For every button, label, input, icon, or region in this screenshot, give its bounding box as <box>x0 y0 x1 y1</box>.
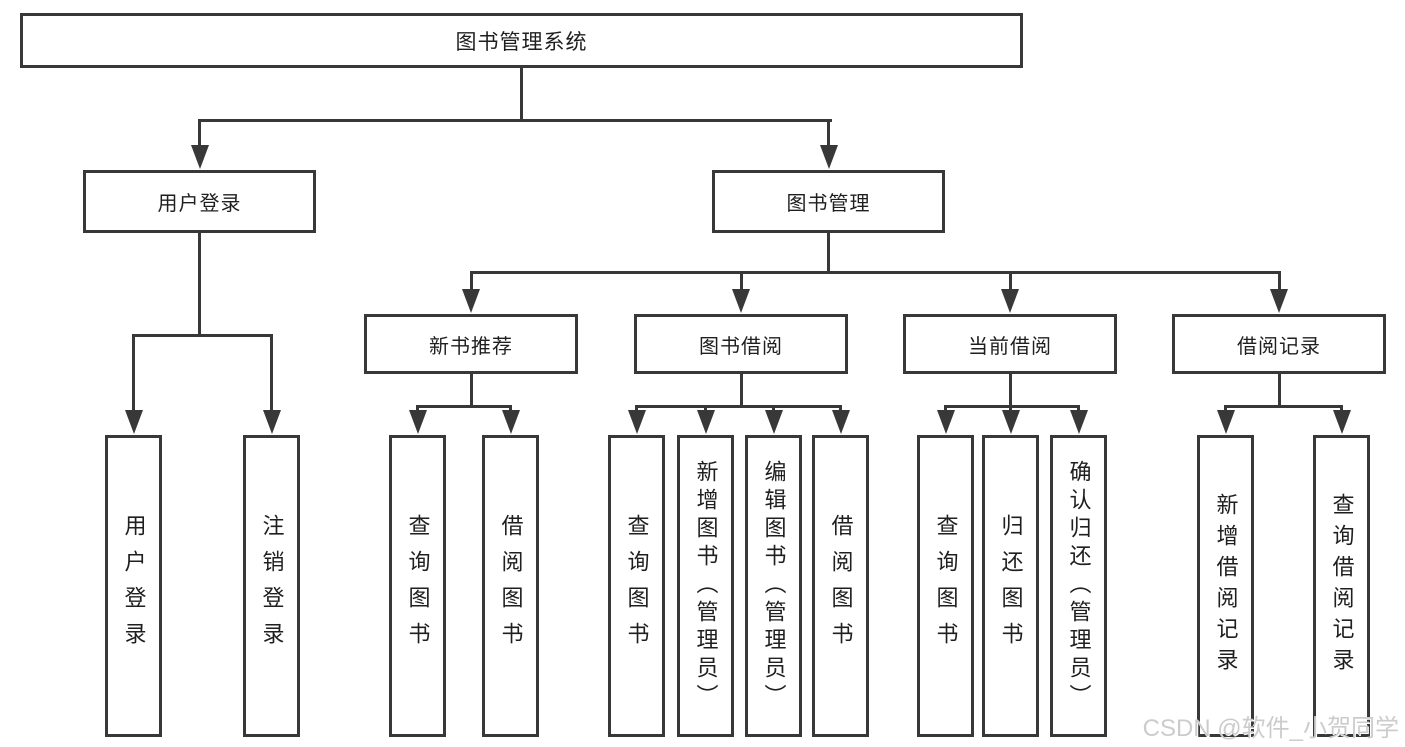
arrow-down-icon <box>124 410 143 434</box>
leaf-recommend-query-books: 查询图书 <box>389 435 446 737</box>
arrow-down-icon <box>1069 410 1088 434</box>
arrow-down-icon <box>1332 410 1351 434</box>
leaf-query-borrow-record: 查询借阅记录 <box>1313 435 1370 737</box>
node-user-login: 用户登录 <box>83 170 316 233</box>
connector-vline <box>1277 271 1281 295</box>
connector-vline <box>827 233 830 274</box>
connector-vline <box>739 374 743 408</box>
leaf-add-borrow-record: 新增借阅记录 <box>1197 435 1254 737</box>
leaf-logout: 注销登录 <box>243 435 300 737</box>
connector-hline <box>469 271 1281 274</box>
leaf-current-query-books: 查询图书 <box>917 435 974 737</box>
leaf-recommend-borrow-books: 借阅图书 <box>482 435 539 737</box>
leaf-add-books-admin: 新增图书（管理员） <box>677 435 734 737</box>
node-label: 注销登录 <box>259 514 285 658</box>
connector-vline <box>270 334 273 416</box>
node-label: 图书借阅 <box>699 335 783 358</box>
leaf-user-login: 用户登录 <box>105 435 162 737</box>
node-label: 用户登录 <box>121 514 147 658</box>
connector-hline <box>944 405 1080 408</box>
arrow-down-icon <box>408 410 427 434</box>
connector-vline <box>827 119 830 151</box>
connector-hline <box>635 405 842 408</box>
node-label: 新书推荐 <box>429 335 513 358</box>
arrow-down-icon <box>696 410 715 434</box>
connector-vline <box>198 233 201 337</box>
connector-vline <box>469 271 473 295</box>
arrow-down-icon <box>1001 289 1019 313</box>
node-label: 借阅图书 <box>498 514 524 658</box>
node-book-borrowing: 图书借阅 <box>634 314 848 374</box>
node-label: 查询图书 <box>405 514 431 658</box>
arrow-down-icon <box>1270 289 1288 313</box>
arrow-down-icon <box>190 145 209 169</box>
connector-vline <box>469 374 473 408</box>
node-label: 当前借阅 <box>968 335 1052 358</box>
connector-vline <box>1008 271 1012 295</box>
node-label: 图书管理 <box>786 193 871 215</box>
node-label: 图书管理系统 <box>455 30 588 54</box>
node-label: 借阅记录 <box>1237 335 1321 358</box>
node-borrowing-records: 借阅记录 <box>1172 314 1386 374</box>
node-current-borrowing: 当前借阅 <box>903 314 1117 374</box>
connector-hline <box>1224 405 1343 408</box>
node-label: 用户登录 <box>157 193 242 215</box>
leaf-return-books: 归还图书 <box>982 435 1039 737</box>
connector-hline <box>132 334 273 337</box>
arrow-down-icon <box>627 410 646 434</box>
leaf-borrow-query-books: 查询图书 <box>608 435 665 737</box>
node-label: 新增借阅记录 <box>1213 493 1239 679</box>
connector-vline <box>739 271 743 295</box>
arrow-down-icon <box>462 289 480 313</box>
connector-hline <box>198 119 832 122</box>
leaf-confirm-return-admin: 确认归还（管理员） <box>1050 435 1107 737</box>
connector-hline <box>416 405 512 408</box>
arrow-down-icon <box>1216 410 1235 434</box>
node-label: 编辑图书（管理员） <box>761 460 787 712</box>
arrow-down-icon <box>1001 410 1020 434</box>
arrow-down-icon <box>732 289 750 313</box>
node-label: 新增图书（管理员） <box>693 460 719 712</box>
arrow-down-icon <box>262 410 281 434</box>
arrow-down-icon <box>831 410 850 434</box>
node-library-management-system: 图书管理系统 <box>20 13 1023 68</box>
connector-vline <box>1008 374 1012 408</box>
leaf-edit-books-admin: 编辑图书（管理员） <box>745 435 802 737</box>
csdn-watermark: CSDN @软件_小贺同学 <box>1142 715 1399 742</box>
node-new-book-recommend: 新书推荐 <box>364 314 578 374</box>
arrow-down-icon <box>936 410 955 434</box>
node-book-management: 图书管理 <box>712 170 945 233</box>
node-label: 查询借阅记录 <box>1329 493 1355 679</box>
connector-vline <box>198 119 201 151</box>
connector-vline <box>1277 374 1281 408</box>
node-label: 确认归还（管理员） <box>1066 460 1092 712</box>
arrow-down-icon <box>764 410 783 434</box>
arrow-down-icon <box>819 145 838 169</box>
node-label: 查询图书 <box>933 514 959 658</box>
node-label: 查询图书 <box>624 514 650 658</box>
connector-vline <box>132 334 135 416</box>
connector-vline <box>519 68 523 122</box>
leaf-borrow-books: 借阅图书 <box>812 435 869 737</box>
node-label: 归还图书 <box>998 514 1024 658</box>
arrow-down-icon <box>501 410 520 434</box>
node-label: 借阅图书 <box>828 514 854 658</box>
